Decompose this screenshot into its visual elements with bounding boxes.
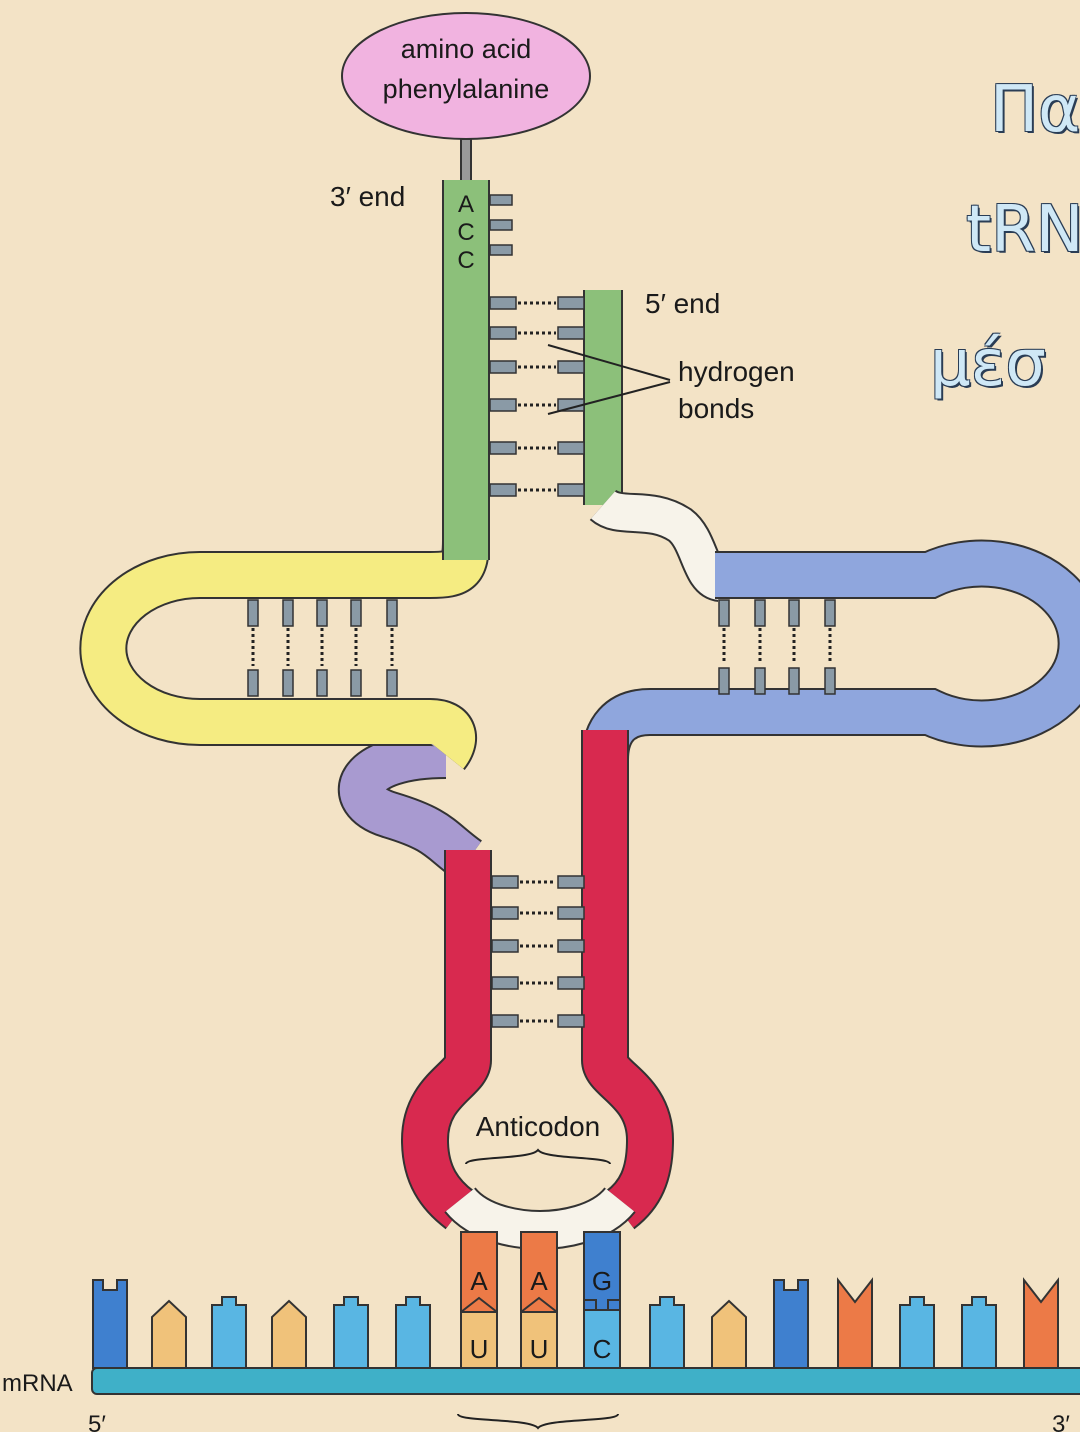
ac-stub-left: [492, 977, 518, 989]
amino-acid-link: [461, 139, 471, 181]
ac-stub-right: [558, 1015, 584, 1027]
d-stub-bottom: [387, 670, 397, 696]
anticodon-base-1: A: [470, 1266, 488, 1296]
mrna-bases: [93, 1280, 1058, 1368]
connector: [603, 505, 720, 582]
mrna-5-label: 5′: [88, 1411, 106, 1432]
amino-acid-label-line2: phenylalanine: [383, 74, 550, 104]
acceptor-stub-left: [490, 399, 516, 411]
mrna-base: [962, 1297, 996, 1368]
acceptor-stub-right: [558, 297, 584, 309]
acceptor-stub-right: [558, 442, 584, 454]
amino-acid-label-line1: amino acid: [401, 34, 532, 64]
d-stub-top: [351, 600, 361, 626]
mrna-base: [334, 1297, 368, 1368]
acceptor-base-2: C: [457, 219, 474, 246]
acceptor-stub-right: [558, 484, 584, 496]
anticodon-base-3: G: [592, 1266, 612, 1296]
mrna-base: [152, 1301, 186, 1368]
slide-title-line-2-wrap: tRN: [966, 194, 1080, 266]
mrna-base: [650, 1297, 684, 1368]
mrna-base: [774, 1280, 808, 1368]
acceptor-stub-left: [490, 484, 516, 496]
mrna-base: [272, 1301, 306, 1368]
t-stub-top: [789, 600, 799, 626]
t-stub-bottom: [825, 668, 835, 694]
mrna-base: [1024, 1280, 1058, 1368]
ac-stub-left: [492, 907, 518, 919]
acceptor-stub-left: [490, 361, 516, 373]
d-stub-top: [248, 600, 258, 626]
anticodon-arm-base-pairs: [492, 876, 584, 1027]
d-stub-bottom: [317, 670, 327, 696]
t-stub-bottom: [719, 668, 729, 694]
anticodon-loop: [460, 1200, 620, 1230]
variable-loop: [362, 755, 468, 860]
mrna-base: [93, 1280, 127, 1368]
t-stub-bottom: [755, 668, 765, 694]
acceptor-stub-right: [558, 361, 584, 373]
d-stub-bottom: [351, 670, 361, 696]
slide-title-line-1: Πα: [990, 74, 1080, 146]
t-stub-top: [719, 600, 729, 626]
ac-stub-right: [558, 907, 584, 919]
ac-stub-right: [558, 977, 584, 989]
acceptor-stub: [490, 220, 512, 230]
slide-title-line-3: μέσ: [930, 328, 1080, 400]
d-stub-bottom: [248, 670, 258, 696]
t-stub-bottom: [789, 668, 799, 694]
acceptor-stub-left: [490, 442, 516, 454]
mrna-strand: [92, 1368, 1080, 1394]
codon-brace: [458, 1414, 618, 1428]
acceptor-stub-right: [558, 327, 584, 339]
ac-stub-left: [492, 876, 518, 888]
d-stub-top: [387, 600, 397, 626]
acceptor-base-3: C: [457, 247, 474, 274]
t-arm: [605, 564, 1080, 760]
mrna-base: [212, 1297, 246, 1368]
mrna-base: [396, 1297, 430, 1368]
ac-stub-left: [492, 1015, 518, 1027]
ac-stub-left: [492, 940, 518, 952]
hydrogen-bonds-label-line1: hydrogen: [678, 356, 795, 387]
codon-base-2: U: [530, 1334, 549, 1364]
t-arm-base-pairs: [719, 600, 835, 694]
d-arm-base-pairs: [248, 600, 397, 696]
acceptor-stub-left: [490, 327, 516, 339]
slide-title-line-2: tRN: [966, 194, 1080, 266]
anticodon-arm-left: [425, 850, 468, 1210]
mrna-base: [838, 1280, 872, 1368]
anticodon-base-2: A: [530, 1266, 548, 1296]
mrna-base: [900, 1297, 934, 1368]
five-end-label: 5′ end: [645, 288, 720, 319]
anticodon-label: Anticodon: [476, 1111, 601, 1142]
t-stub-top: [825, 600, 835, 626]
codon-base-1: U: [470, 1334, 489, 1364]
acceptor-base-1: A: [458, 191, 474, 218]
acceptor-base-pairs: [490, 195, 584, 496]
three-end-label: 3′ end: [330, 181, 405, 212]
slide-title-line-3-wrap: μέσ: [930, 328, 1080, 400]
slide-title: Πα: [990, 74, 1080, 146]
mrna-3-label: 3′: [1052, 1411, 1070, 1432]
mrna-base: [712, 1301, 746, 1368]
hydrogen-bonds-label-line2: bonds: [678, 393, 754, 424]
ac-stub-right: [558, 876, 584, 888]
d-stub-top: [317, 600, 327, 626]
d-stub-top: [283, 600, 293, 626]
t-stub-top: [755, 600, 765, 626]
acceptor-stub: [490, 245, 512, 255]
acceptor-stub: [490, 195, 512, 205]
d-stub-bottom: [283, 670, 293, 696]
codon-base-3: C: [593, 1334, 612, 1364]
d-arm: [103, 540, 466, 755]
mrna-label: mRNA: [2, 1370, 73, 1397]
anticodon-brace: [466, 1150, 610, 1164]
acceptor-stub-left: [490, 297, 516, 309]
ac-stub-right: [558, 940, 584, 952]
